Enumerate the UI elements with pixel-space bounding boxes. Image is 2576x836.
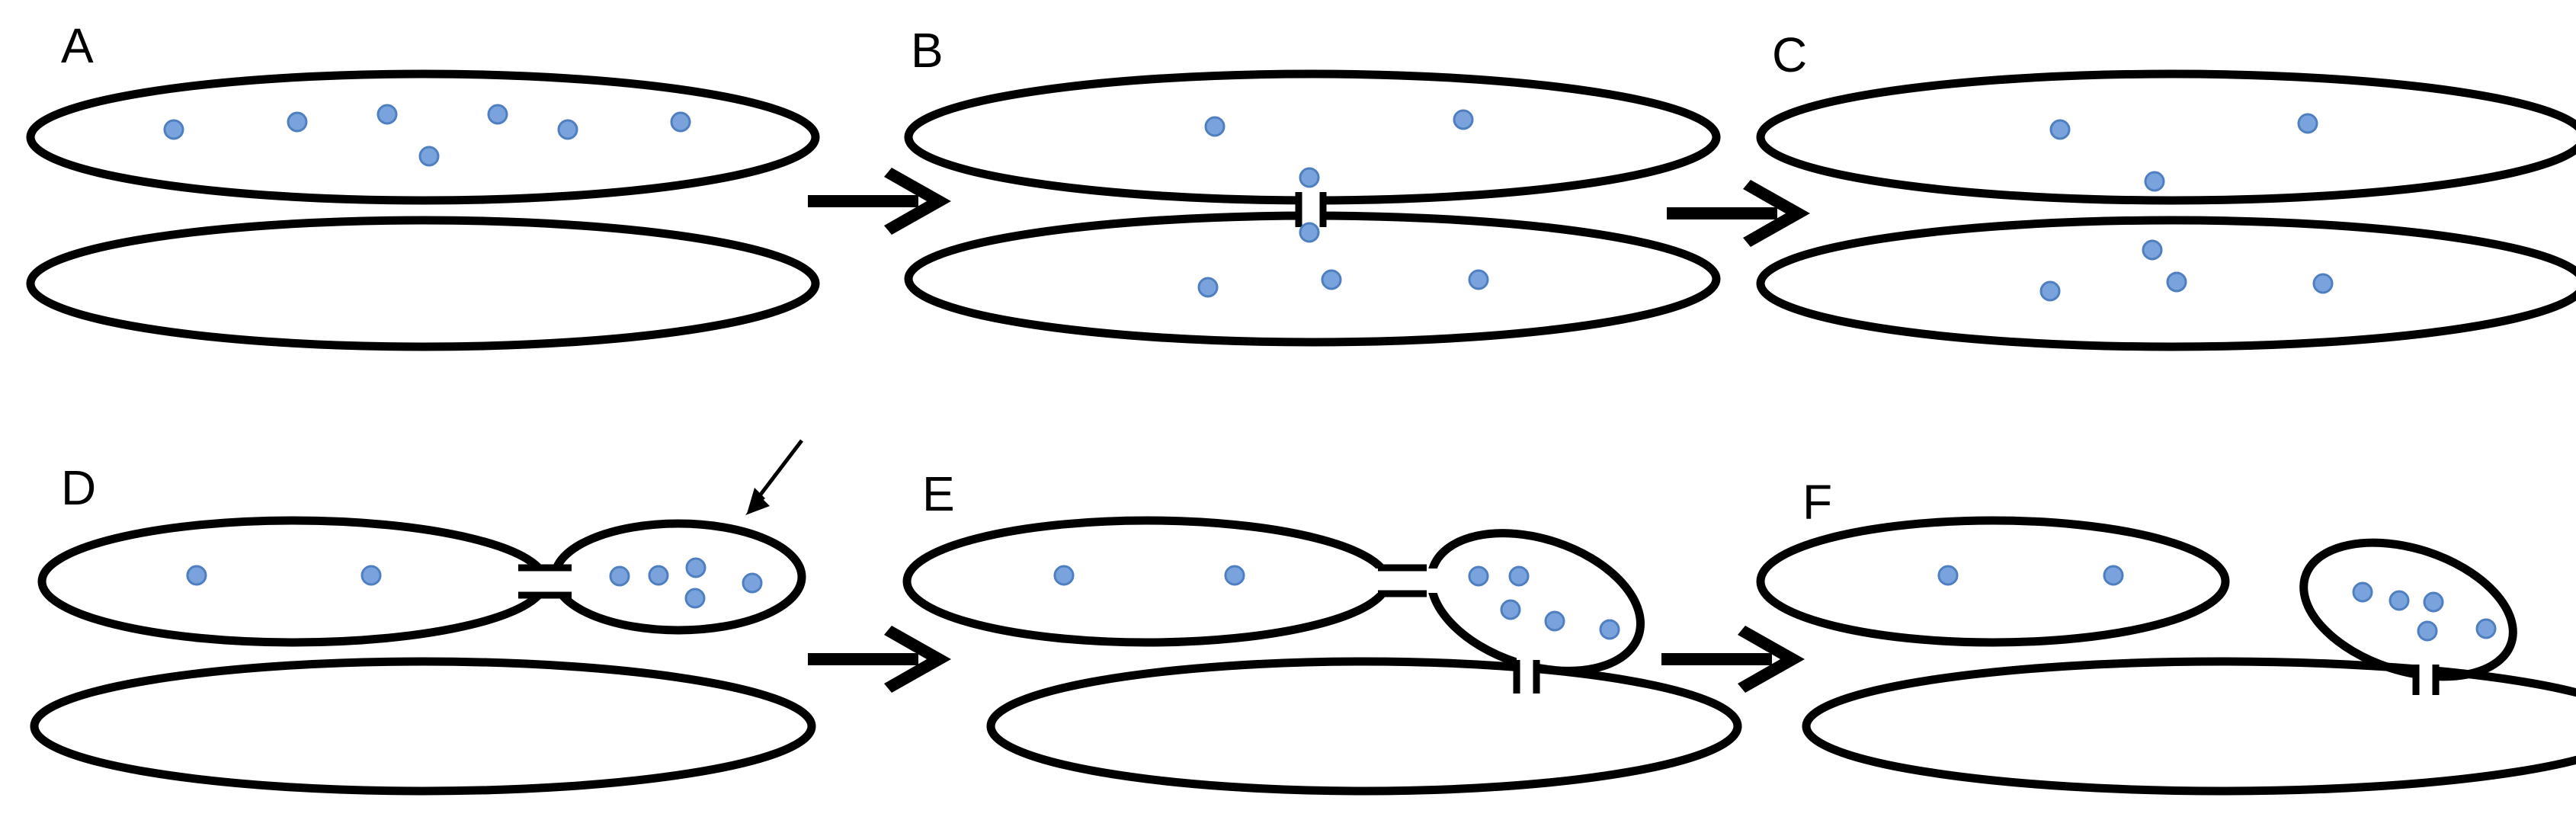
panel-a-particle: [557, 119, 578, 140]
panel-b-particle: [1321, 269, 1342, 290]
panel-e-upper-cell: [902, 516, 1392, 647]
panel-c-particle: [2312, 273, 2334, 294]
panel-a-particle: [287, 111, 308, 133]
panel-c-particle: [2049, 119, 2071, 140]
panel-d-upper-cell: [37, 516, 549, 647]
panel-c-particle: [2142, 239, 2163, 261]
panel-a-particle: [376, 104, 398, 125]
panel-f-particle: [2352, 581, 2373, 603]
panel-d-particle: [609, 565, 630, 587]
panel-b-particle: [1299, 167, 1320, 188]
panel-label-b: B: [911, 23, 944, 78]
panel-c-particle: [2144, 171, 2165, 192]
panel-f-particle: [2475, 618, 2497, 639]
panel-a-particle: [418, 146, 440, 167]
panel-d-particle: [648, 565, 669, 586]
panel-c-upper-cell: [1756, 69, 2576, 205]
panel-e-particle: [1468, 565, 1489, 587]
panel-label-f: F: [1802, 475, 1833, 530]
panel-a-particle: [487, 104, 508, 125]
panel-a-upper-cell: [26, 69, 820, 205]
panel-f-lower-cell: [1802, 657, 2576, 796]
panel-f-particle: [1937, 565, 1959, 586]
panel-d-particle: [685, 557, 706, 578]
panel-d-fusion-neck: [495, 569, 594, 594]
panel-e-particle: [1508, 565, 1530, 587]
down-left-arrow-icon: [745, 439, 803, 515]
panel-d-particle: [186, 565, 207, 586]
panel-f-particle: [2103, 565, 2124, 586]
panel-a-lower-cell: [26, 216, 820, 351]
right-arrow-icon: [808, 168, 951, 235]
panel-b-particle: [1468, 269, 1489, 290]
right-arrow-icon: [1667, 180, 1810, 247]
right-arrow-icon: [1661, 626, 1805, 693]
panel-a-particle: [163, 119, 184, 140]
panel-d-particle: [742, 572, 763, 594]
right-arrow-icon: [808, 626, 951, 693]
panel-d-particle: [684, 588, 706, 609]
panel-a-particle: [670, 111, 691, 133]
panel-e-particle: [1544, 610, 1565, 632]
panel-b-particle: [1204, 116, 1226, 137]
panel-label-d: D: [61, 460, 97, 515]
panel-c-lower-cell: [1756, 216, 2576, 351]
panel-e-particle: [1224, 565, 1245, 586]
panel-e-particle: [1500, 599, 1521, 620]
panel-b-particle: [1453, 109, 1474, 130]
panel-f-particle: [2423, 591, 2444, 613]
panel-f-particle: [2417, 620, 2438, 642]
panel-label-a: A: [61, 18, 94, 73]
panel-label-c: C: [1772, 27, 1808, 82]
panel-b-particle: [1197, 277, 1219, 298]
panel-e-particle: [1053, 565, 1075, 586]
panel-label-e: E: [922, 466, 955, 521]
panel-f-upper-cell: [1756, 516, 2230, 647]
panel-d-particle: [360, 565, 382, 586]
panel-c-particle: [2039, 280, 2061, 302]
panel-e-particle: [1599, 619, 1620, 640]
panel-f-particle: [2389, 590, 2410, 611]
panel-c-particle: [2297, 113, 2318, 134]
panel-e-fusion-neck: [1357, 569, 1448, 593]
panel-c-particle: [2166, 271, 2187, 293]
panel-e-lower-cell: [986, 657, 1742, 796]
panel-b-particle: [1299, 222, 1320, 243]
panel-d-lower-cell: [30, 657, 816, 796]
